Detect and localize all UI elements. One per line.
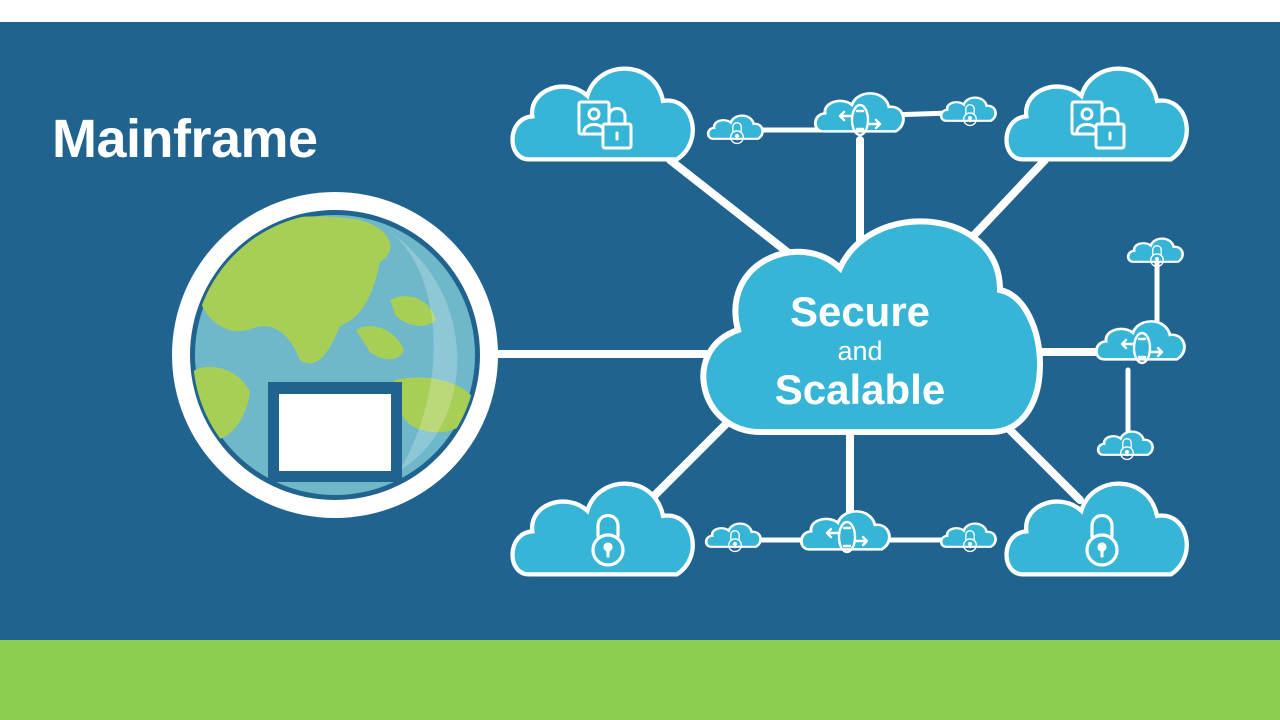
small-cloud xyxy=(706,114,764,145)
router-cloud-top xyxy=(813,91,905,137)
small-cloud xyxy=(704,522,762,553)
small-cloud xyxy=(939,522,997,553)
small-cloud xyxy=(1096,430,1154,461)
top-strip xyxy=(0,0,1280,22)
router-cloud-bottom xyxy=(799,509,891,554)
cloud-bottom-right xyxy=(1007,484,1187,575)
link-hub-bottom-left xyxy=(646,416,734,504)
hub-cloud-shape xyxy=(700,218,1043,435)
cloud-bottom-left xyxy=(513,484,693,575)
green-band xyxy=(0,640,1280,720)
hub-text-line3: Scalable xyxy=(775,366,945,413)
small-cloud xyxy=(939,96,997,127)
link-hub-top-left xyxy=(666,156,804,266)
slide-title: Mainframe xyxy=(52,109,318,169)
router-cloud-right xyxy=(1094,319,1186,365)
small-cloud xyxy=(1126,237,1184,268)
hub-text-line1: Secure xyxy=(790,288,930,335)
cloud-top-right xyxy=(1007,69,1187,160)
hub-text-line2: and xyxy=(837,336,882,366)
link-hub-bottom-right xyxy=(996,416,1084,504)
cloud-top-left xyxy=(513,69,693,160)
hub-cloud: Secure and Scalable xyxy=(700,218,1043,435)
globe-icon xyxy=(172,192,498,518)
monitor-icon xyxy=(268,382,402,482)
